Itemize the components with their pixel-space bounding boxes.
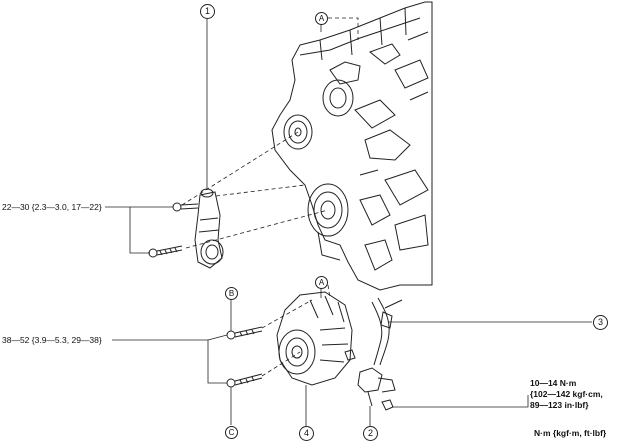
- drive-belt-auto-tensioner: [194, 188, 224, 269]
- leader-lines: [105, 18, 592, 426]
- torque-tensioner-bolts: 22—30 {2.3—3.0, 17—22}: [2, 202, 102, 212]
- reference-a-mid: A: [315, 276, 328, 289]
- reference-b: B: [225, 287, 238, 300]
- callout-2: 2: [363, 426, 378, 441]
- tensioner-upper-bolt: [172, 202, 199, 212]
- alternator-lower-bolt: [226, 373, 263, 388]
- alternator-upper-bolt: [226, 326, 263, 340]
- generator-connector: [357, 367, 396, 407]
- callout-3: 3: [593, 315, 608, 330]
- wiring-harness: [371, 297, 403, 366]
- torque-terminal-nut-line3: 89—123 in·lbf}: [530, 400, 589, 410]
- torque-terminal-nut-line1: 10—14 N·m: [530, 378, 577, 388]
- engine-block: [271, 1, 433, 291]
- reference-a-top: A: [315, 12, 328, 25]
- units-note: N·m {kgf·m, ft·lbf}: [534, 428, 607, 438]
- torque-terminal-nut-line2: {102—142 kgf·cm,: [530, 389, 603, 399]
- alignment-lines: [181, 17, 359, 377]
- torque-alternator-bolts: 38—52 {3.9—5.3, 29—38}: [2, 335, 102, 345]
- reference-c: C: [225, 426, 238, 439]
- callout-1: 1: [200, 4, 215, 19]
- tensioner-lower-bolt: [148, 245, 183, 258]
- callout-4: 4: [299, 426, 314, 441]
- generator: [276, 291, 356, 386]
- terminal-nut: [381, 399, 394, 411]
